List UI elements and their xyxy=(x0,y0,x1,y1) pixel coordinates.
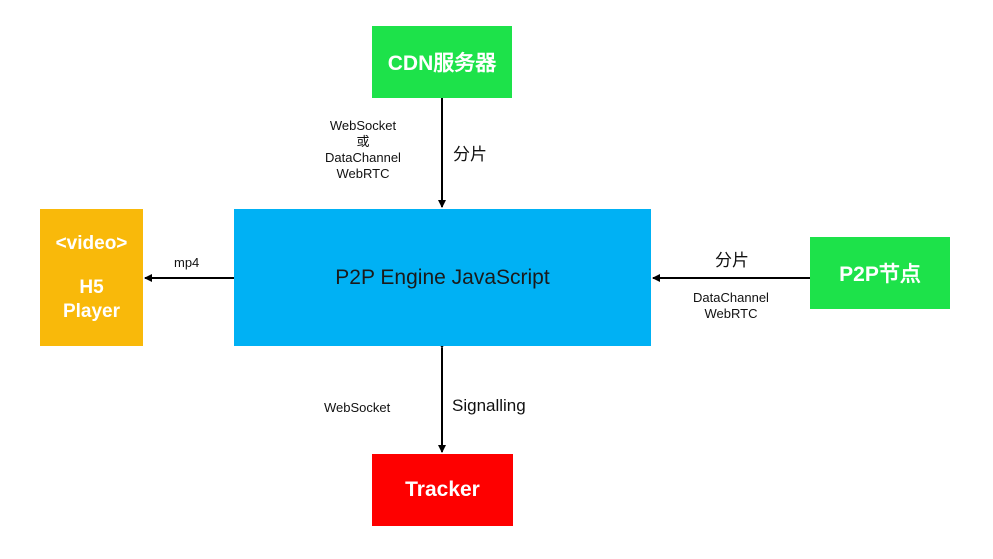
video-tag-label: <video> xyxy=(55,232,128,254)
cdn-protocol-datachannel: DataChannel xyxy=(325,150,401,165)
p2p-engine-label: P2P Engine JavaScript xyxy=(335,265,550,289)
p2p-peer-node: P2P节点 xyxy=(810,237,950,309)
tracker-node: Tracker xyxy=(372,454,513,526)
cdn-server-node: CDN服务器 xyxy=(372,26,512,98)
cdn-server-label: CDN服务器 xyxy=(387,52,497,75)
cdn-protocol-webrtc: WebRTC xyxy=(336,166,390,181)
peer-payload-label: 分片 xyxy=(715,251,749,270)
cdn-protocol-or: 或 xyxy=(356,134,370,149)
tracker-label: Tracker xyxy=(405,478,480,501)
player-payload-label: mp4 xyxy=(174,255,200,270)
player-line1-label: H5 xyxy=(79,276,104,298)
p2p-engine-node: P2P Engine JavaScript xyxy=(234,209,651,346)
peer-protocols-label: DataChannel WebRTC xyxy=(683,290,779,322)
h5-player-node: <video> H5 Player xyxy=(40,209,143,346)
peer-protocol-webrtc: WebRTC xyxy=(704,306,758,321)
tracker-payload-label: Signalling xyxy=(452,396,526,415)
cdn-payload-label: 分片 xyxy=(453,145,487,164)
cdn-protocol-websocket: WebSocket xyxy=(329,118,397,133)
cdn-protocols-label: WebSocket 或 DataChannel WebRTC xyxy=(318,118,408,182)
p2p-peer-label: P2P节点 xyxy=(839,263,921,286)
peer-protocol-datachannel: DataChannel xyxy=(693,290,769,305)
player-line2-label: Player xyxy=(62,300,121,322)
tracker-protocol-label: WebSocket xyxy=(324,400,391,415)
